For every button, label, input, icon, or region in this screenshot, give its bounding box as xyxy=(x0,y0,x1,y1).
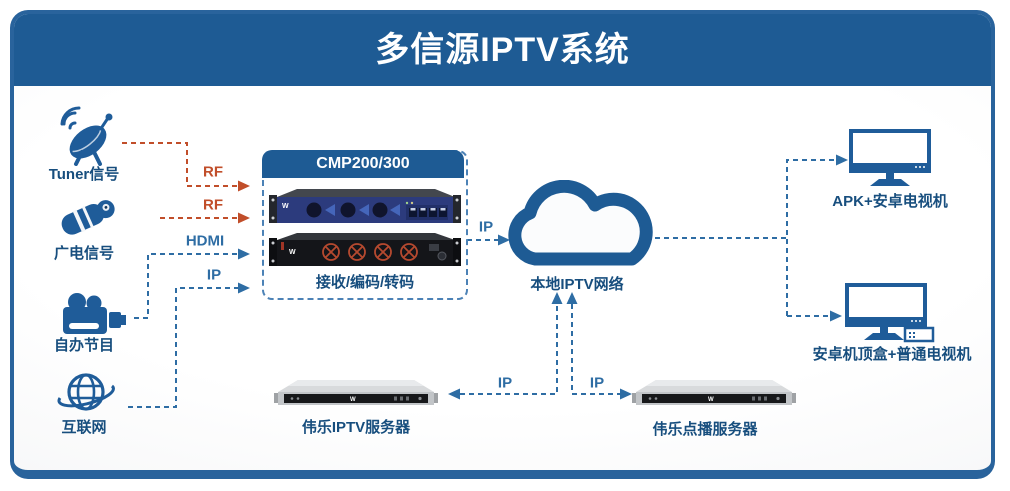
cloud-icon xyxy=(508,180,653,266)
source-label-tuner: Tuner信号 xyxy=(48,166,120,183)
encoder-model: CMP200/300 xyxy=(262,150,464,178)
encoder-device-black-icon: W xyxy=(269,233,461,266)
link-label-rf-tuner: RF xyxy=(203,163,223,181)
link-label-ip-iptv-server: IP xyxy=(497,374,513,392)
svg-text:W: W xyxy=(350,397,356,403)
source-label-local: 自办节目 xyxy=(53,337,115,354)
encoder-box: CMP200/300 W W xyxy=(262,150,468,300)
link-label-ip-vod-server: IP xyxy=(589,374,605,392)
satellite-dish-icon xyxy=(60,106,113,166)
page-title: 多信源IPTV系统 xyxy=(375,31,630,69)
link-label-ip-source: IP xyxy=(206,266,222,284)
svg-text:W: W xyxy=(708,397,714,403)
video-camera-icon xyxy=(63,293,126,334)
apk-tv-label: APK+安卓电视机 xyxy=(832,193,948,210)
globe-icon xyxy=(57,373,115,411)
source-label-internet: 互联网 xyxy=(61,419,107,436)
stb-tv-icon xyxy=(845,283,935,343)
stb-tv-label: 安卓机顶盒+普通电视机 xyxy=(812,346,972,363)
svg-text:W: W xyxy=(282,203,289,210)
apk-tv-icon xyxy=(849,129,931,186)
vod-server-label: 伟乐点播服务器 xyxy=(652,421,758,438)
encoder-device-blue-icon: W xyxy=(269,189,461,223)
vod-server-icon: W xyxy=(632,380,796,405)
cloud-label: 本地IPTV网络 xyxy=(530,276,624,293)
iptv-server-label: 伟乐IPTV服务器 xyxy=(301,419,411,436)
link-label-ip-encoder-cloud: IP xyxy=(478,218,494,236)
link-label-rf-cable: RF xyxy=(203,196,223,214)
encoder-caption: 接收/编码/转码 xyxy=(315,274,415,291)
link-label-hdmi: HDMI xyxy=(185,232,225,250)
iptv-server-icon: W xyxy=(274,380,438,405)
svg-text:W: W xyxy=(289,249,296,256)
cable-connector-icon xyxy=(61,200,115,235)
source-label-cable: 广电信号 xyxy=(53,245,115,262)
title-bar: 多信源IPTV系统 xyxy=(14,14,991,86)
